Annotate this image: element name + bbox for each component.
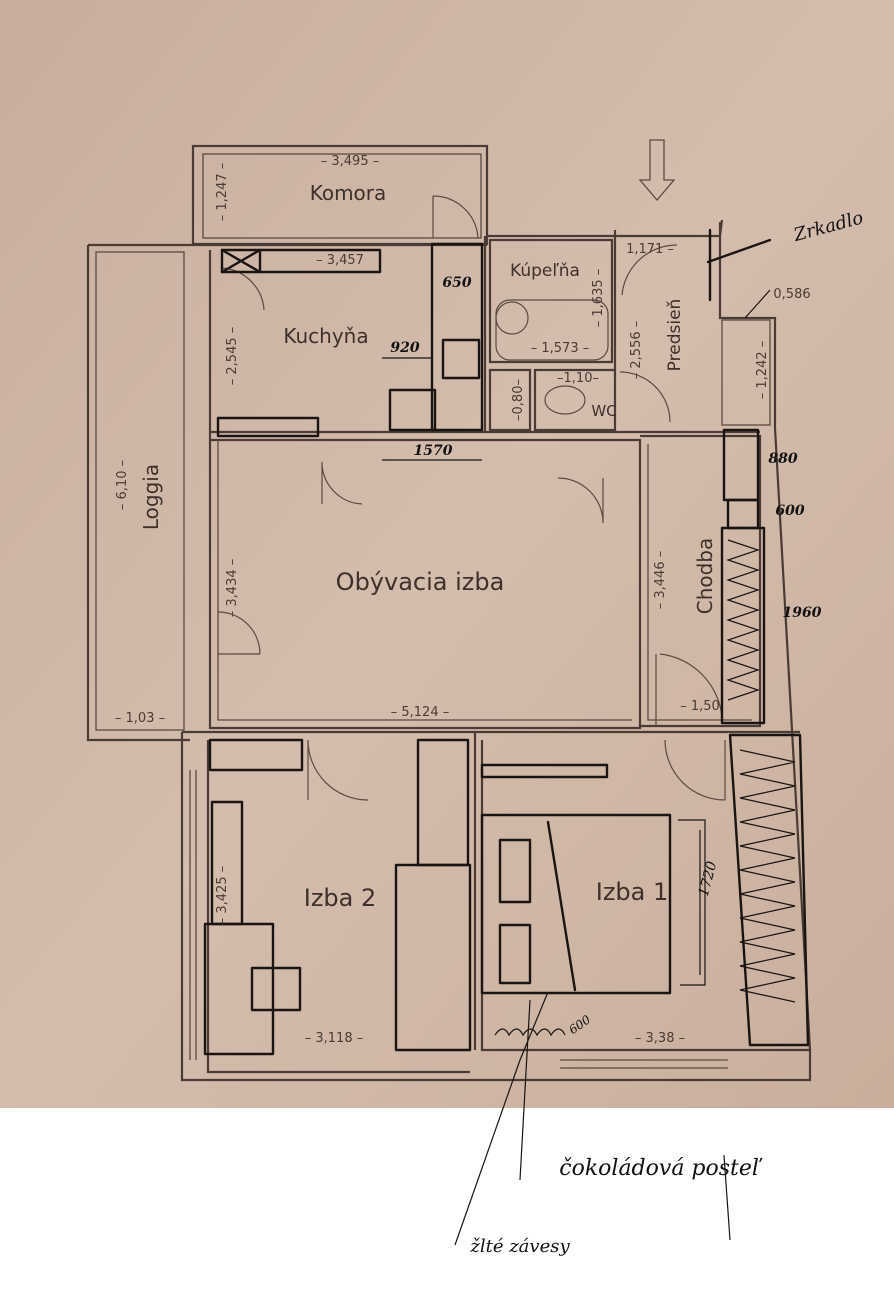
dim-izba2-width: – 3,118 –: [305, 1031, 363, 1046]
room-label-obyvacia-izba: Obývacia izba: [336, 568, 505, 596]
room-label-loggia: Loggia: [139, 464, 163, 530]
dim-izba2-height: – 3,425 –: [215, 866, 230, 924]
dim-kuchyna-top: – 3,457: [316, 253, 364, 268]
dim-predsien-height: – 2,556 –: [629, 321, 644, 379]
dim-chodba-height: – 3,446 –: [653, 551, 668, 609]
room-label-kuchyna: Kuchyňa: [283, 324, 368, 348]
white-margin: [0, 1108, 894, 1291]
dim-niche-width: 0,586: [773, 287, 810, 302]
note-fridge-gap: 920: [390, 340, 419, 356]
room-label-chodba: Chodba: [693, 538, 717, 615]
dim-chodba-width: – 1,50: [680, 699, 720, 714]
dim-obyvacia-width: – 5,124 –: [391, 705, 449, 720]
furniture-sketch: [203, 228, 810, 1246]
entrance-arrow-icon: [638, 139, 676, 202]
room-label-izba-1: Izba 1: [596, 878, 669, 906]
dim-wc-height: –0,80–: [511, 379, 526, 421]
room-label-izba-2: Izba 2: [304, 884, 377, 912]
dim-komora-width: – 3,495 –: [321, 154, 379, 169]
note-yellow-curtains: žlté závesy: [469, 1236, 570, 1257]
dim-loggia-width: – 1,03 –: [115, 711, 165, 726]
note-wardrobe-880: 880: [768, 451, 797, 467]
dim-loggia-height: – 6,10 –: [115, 460, 130, 510]
dim-niche-height: – 1,242 –: [755, 341, 770, 399]
dim-kupelna-height: – 1,635 –: [591, 269, 606, 327]
note-chocolate-bed: čokoládová posteľ: [559, 1156, 763, 1181]
dim-wc-width: –1,10–: [557, 371, 599, 386]
note-counter-length: 1570: [414, 443, 453, 459]
note-counter-depth: 650: [442, 275, 471, 291]
dim-izba1-width: – 3,38 –: [635, 1031, 685, 1046]
note-wardrobe-1960: 1960: [783, 605, 822, 621]
room-label-komora: Komora: [310, 181, 387, 205]
dim-predsien-width: 1,171 –: [626, 242, 674, 257]
dim-komora-height: – 1,247 –: [215, 163, 230, 221]
dim-kuchyna-height: – 2,545 –: [225, 327, 240, 385]
walls: [86, 144, 812, 1082]
room-label-kupelna: Kúpeľňa: [510, 261, 580, 281]
room-label-wc: WC: [591, 402, 616, 420]
dim-kupelna-width: – 1,573 –: [531, 341, 589, 356]
room-label-predsien: Predsieň: [665, 299, 685, 372]
dim-obyvacia-height: – 3,434 –: [225, 559, 240, 617]
note-wardrobe-600: 600: [775, 503, 804, 519]
